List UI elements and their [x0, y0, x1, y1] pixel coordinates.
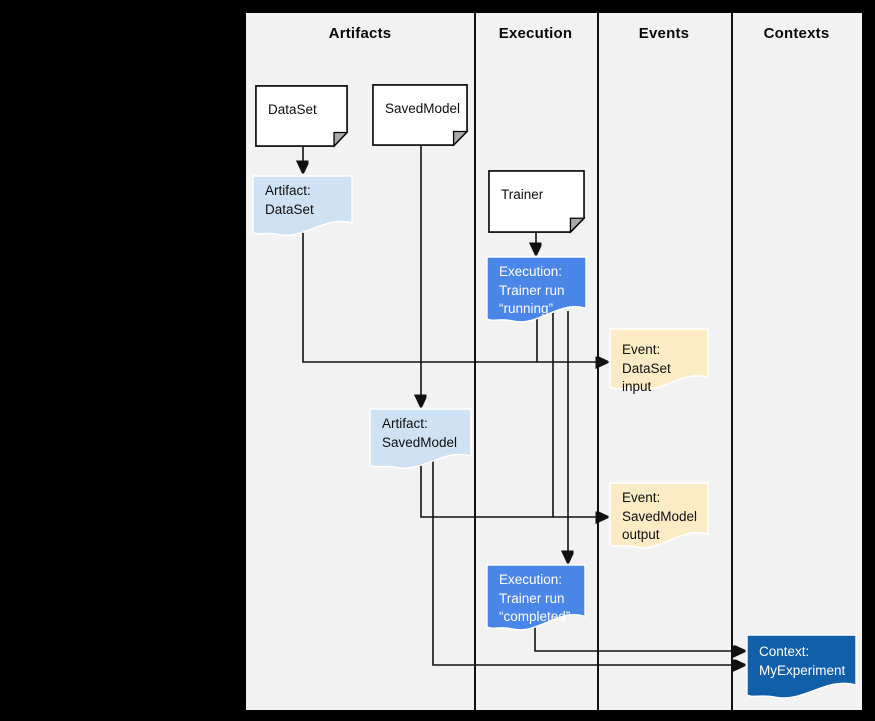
node-label: DataSet [265, 201, 314, 217]
connector-artifact-savedmodel-to-context [432, 456, 743, 665]
node-trainer: Trainer [488, 170, 585, 233]
node-label: Execution: [499, 264, 563, 279]
column-header-artifacts: Artifacts [328, 24, 392, 42]
connector-execution-completed-to-context [534, 622, 743, 651]
document-shape [747, 635, 856, 703]
file-shape [255, 85, 348, 147]
node-label: Event: [622, 490, 661, 505]
node-execution-running: Execution: Trainer run “running” [487, 257, 586, 327]
node-label: Artifact: [382, 416, 428, 431]
document-shape [253, 176, 352, 240]
node-label: Trainer run [499, 590, 565, 606]
node-label: Execution: [499, 572, 563, 587]
node-execution-completed: Execution: Trainer run “completed” [487, 565, 585, 635]
node-event-dataset-input: Event: DataSet input [610, 329, 708, 395]
column-divider-events-contexts [731, 13, 733, 710]
connector-layer [246, 143, 862, 710]
node-label: MyExperiment [759, 662, 846, 678]
node-artifact-dataset: Artifact: DataSet [253, 176, 352, 240]
node-label: DataSet input [622, 360, 671, 395]
node-label: Artifact: [265, 183, 311, 198]
node-label: “completed” [499, 609, 571, 624]
node-label: Context: [759, 644, 810, 659]
node-dataset: DataSet [255, 85, 348, 147]
node-label: DataSet [268, 102, 317, 117]
document-shape [610, 329, 708, 395]
node-label: Event: [622, 342, 661, 357]
node-label: “running” [499, 301, 554, 316]
node-label: SavedModel [382, 434, 458, 450]
connector-artifact-dataset-to-event-dataset-input [302, 231, 606, 362]
node-event-savedmodel-output: Event: SavedModel output [610, 483, 708, 553]
node-label: Trainer run [499, 282, 565, 298]
diagram-canvas: Artifacts Execution Events Contexts [246, 13, 862, 710]
node-context-myexperiment: Context: MyExperiment [747, 635, 856, 703]
connector-artifact-savedmodel-to-event-savedmodel-output [420, 462, 606, 517]
document-shape [610, 483, 708, 553]
column-header-contexts: Contexts [763, 24, 830, 42]
node-savedmodel: SavedModel [372, 84, 468, 146]
file-shape [372, 84, 468, 146]
node-label: SavedModel [385, 101, 461, 116]
node-label: SavedModel [622, 508, 698, 524]
node-label: Trainer [501, 187, 544, 202]
column-header-events: Events [638, 24, 690, 42]
node-label: output [622, 527, 660, 542]
file-shape [488, 170, 585, 233]
node-artifact-savedmodel: Artifact: SavedModel [370, 409, 471, 473]
column-header-execution: Execution [498, 24, 573, 42]
document-shape [487, 257, 586, 327]
document-shape [370, 409, 471, 473]
document-shape [487, 565, 585, 635]
